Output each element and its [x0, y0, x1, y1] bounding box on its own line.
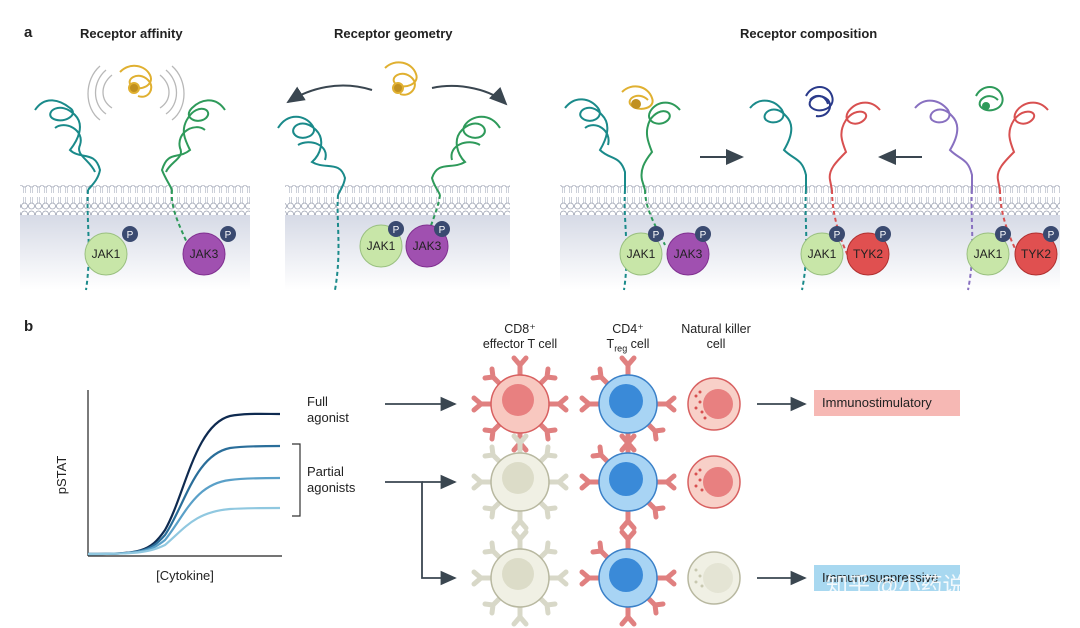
svg-text:JAK1: JAK1 [367, 239, 396, 253]
jak1-composition-1: JAK1 P [619, 226, 664, 276]
nk-cell-row3 [687, 551, 741, 605]
svg-text:P: P [393, 225, 400, 236]
svg-text:P: P [653, 230, 660, 241]
jak3-composition-1: JAK3 P [666, 226, 711, 276]
panel-b-letter: b [24, 318, 34, 335]
jak3-affinity: JAK3 P [182, 226, 236, 276]
treg-cell-row1 [579, 355, 677, 453]
immunostimulatory-box: Immunostimulatory [814, 390, 960, 416]
treg-header-sub: reg [614, 343, 628, 354]
cd8-header: CD8⁺ effector T cell [482, 322, 558, 351]
composition-complex-1 [564, 85, 681, 291]
affinity-teal-receptor [34, 99, 102, 291]
svg-text:JAK1: JAK1 [627, 247, 656, 261]
curve-partial-3 [87, 506, 281, 556]
svg-text:P: P [1000, 230, 1007, 241]
treg-cell-row2 [579, 433, 677, 531]
affinity-waves [87, 65, 185, 121]
geometry-arrows [286, 84, 508, 106]
title-receptor-composition: Receptor composition [740, 26, 878, 41]
jak1-geometry: JAK1 P [359, 221, 404, 268]
title-receptor-affinity: Receptor affinity [80, 26, 183, 41]
partial-agonist-bracket [292, 443, 301, 517]
dose-response-axes [87, 390, 282, 557]
svg-text:JAK3: JAK3 [413, 239, 442, 253]
jak1-affinity: JAK1 P [84, 226, 138, 276]
nk-header: Natural killer cell [681, 322, 751, 351]
treg-header: CD4⁺ Treg cell [590, 322, 666, 357]
svg-text:JAK3: JAK3 [674, 247, 703, 261]
svg-text:JAK1: JAK1 [92, 247, 121, 261]
svg-text:JAK3: JAK3 [190, 247, 219, 261]
geometry-cytokine [384, 61, 418, 96]
geometry-green-receptor [424, 115, 501, 246]
title-receptor-geometry: Receptor geometry [334, 26, 453, 41]
treg-header-t: T [606, 337, 615, 351]
svg-text:TYK2: TYK2 [853, 247, 883, 261]
treg-header-tail: cell [627, 337, 650, 351]
flow-arrows [385, 396, 807, 586]
x-axis-label: [Cytokine] [156, 568, 214, 583]
cd8-cell-row1 [471, 355, 569, 453]
y-axis-label: pSTAT [54, 456, 69, 495]
svg-text:P: P [439, 225, 446, 236]
svg-text:JAK1: JAK1 [974, 247, 1003, 261]
tyk2-composition-2: TYK2 P [846, 226, 891, 276]
membrane-affinity [20, 185, 250, 290]
cd8-cell-row3 [471, 529, 569, 627]
nk-cell-row2 [687, 455, 741, 509]
jak1-composition-3: JAK1 P [966, 226, 1011, 276]
svg-text:P: P [834, 230, 841, 241]
jak1-composition-2: JAK1 P [800, 226, 845, 276]
treg-cell-row3 [579, 529, 677, 627]
partial-agonists-label: Partial agonists [307, 464, 356, 495]
svg-text:P: P [127, 230, 134, 241]
svg-text:P: P [225, 230, 232, 241]
watermark: 知乎 @小药说药 [826, 573, 987, 598]
jak3-geometry: JAK3 P [405, 221, 450, 268]
panel-a-letter: a [24, 24, 33, 41]
dose-response-curves [87, 412, 281, 556]
immunosuppressive-box: Immunosuppressive [814, 565, 960, 591]
svg-text:P: P [700, 230, 707, 241]
curve-partial-1 [87, 444, 281, 556]
curve-full-agonist [87, 412, 281, 556]
svg-text:TYK2: TYK2 [1021, 247, 1051, 261]
svg-text:P: P [880, 230, 887, 241]
affinity-cytokine [119, 64, 153, 98]
geometry-teal-receptor [277, 115, 347, 291]
svg-text:JAK1: JAK1 [808, 247, 837, 261]
cd8-cell-row2 [471, 433, 569, 531]
svg-text:P: P [1048, 230, 1055, 241]
full-agonist-label: Full agonist [307, 394, 349, 425]
tyk2-composition-3: TYK2 P [1014, 226, 1059, 276]
nk-cell-row1 [687, 377, 741, 431]
treg-header-top: CD4⁺ [612, 322, 644, 336]
curve-partial-2 [87, 476, 281, 556]
